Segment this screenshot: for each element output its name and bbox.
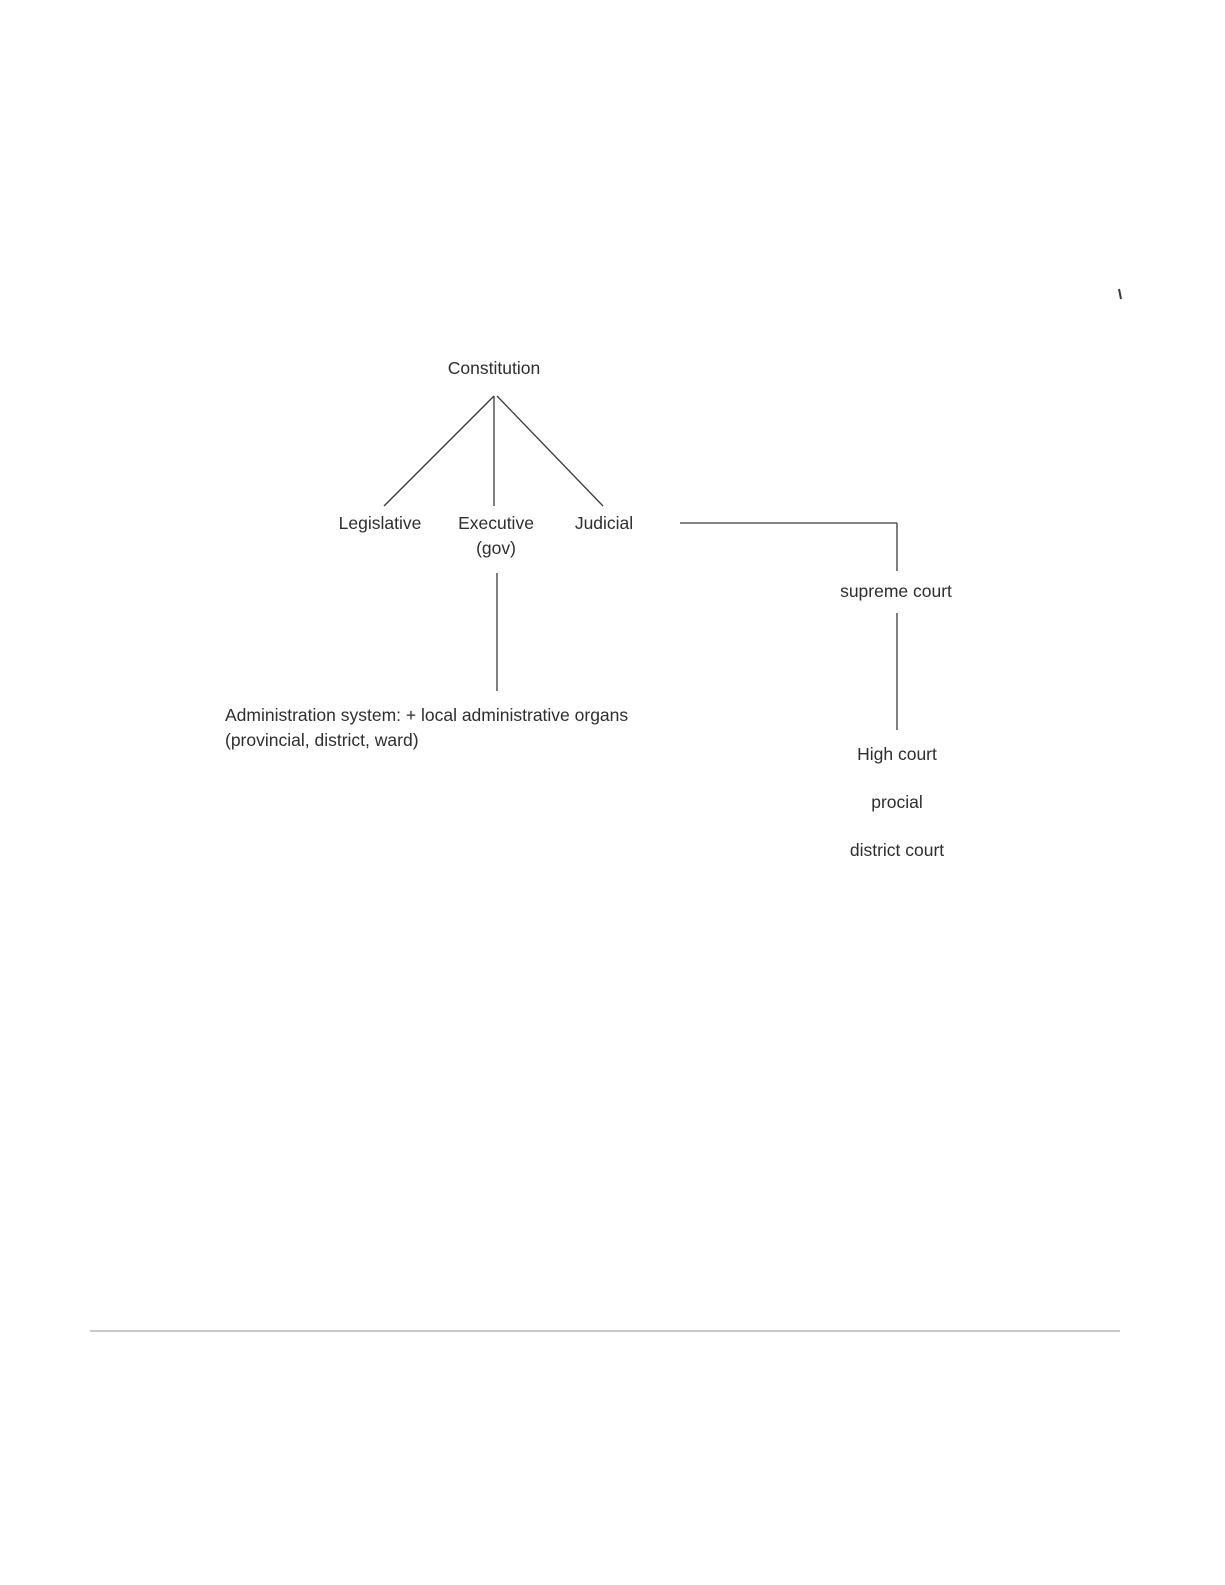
- connector-constitution-judicial: [496, 395, 604, 507]
- node-executive: Executive: [458, 513, 534, 533]
- connector-constitution-legislative: [383, 395, 495, 507]
- node-legislative: Legislative: [338, 513, 422, 533]
- node-district-court: district court: [849, 840, 945, 860]
- administration-line-2: (provincial, district, ward): [225, 730, 419, 750]
- node-high-court: High court: [857, 744, 937, 764]
- node-executive-gov: (gov): [476, 538, 516, 558]
- node-judicial: Judicial: [574, 513, 634, 533]
- node-procial: procial: [871, 792, 923, 812]
- node-supreme-court: supreme court: [840, 581, 952, 601]
- node-constitution: Constitution: [447, 358, 541, 378]
- administration-line-1: Administration system: + local administr…: [225, 705, 629, 725]
- stray-tick-mark: [1118, 288, 1122, 300]
- node-administration-system: Administration system: + local administr…: [225, 703, 628, 753]
